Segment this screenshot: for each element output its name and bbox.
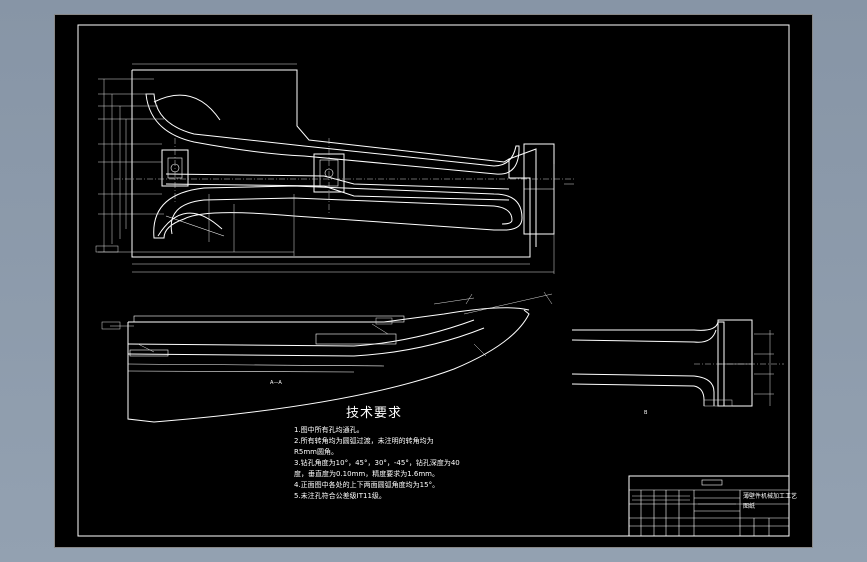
title-block: 薄壁件机械加工工艺 图纸	[628, 475, 797, 537]
drawing-frame	[77, 24, 790, 537]
svg-text:A—A: A—A	[270, 380, 282, 386]
drawing-canvas: A—A B	[54, 14, 813, 548]
detail-view: B	[571, 319, 784, 416]
tech-req-line-4: 3.钻孔角度为10°，45°，30°，-45°，钻孔深度为40	[294, 459, 460, 467]
side-view: A—A	[101, 291, 553, 423]
top-view	[95, 63, 574, 274]
technical-requirements: 技术要求 1.图中所有孔均通孔。 2.所有转角均为圆弧过渡，未注明的转角均为 R…	[294, 402, 494, 502]
tech-req-line-2: 2.所有转角均为圆弧过渡，未注明的转角均为	[294, 437, 434, 445]
tech-req-line-6: 4.正面图中各处的上下两面圆弧角度均为15°。	[294, 481, 440, 489]
tech-req-line-1: 1.图中所有孔均通孔。	[294, 426, 364, 434]
tech-req-line-7: 5.未注孔符合公差级IT11级。	[294, 492, 386, 500]
technical-requirements-title: 技术要求	[345, 406, 402, 421]
tech-req-line-5: 度，垂直度为0.10mm，精度要求为1.6mm。	[294, 470, 439, 478]
title-block-part-name-2: 图纸	[743, 502, 755, 510]
tech-req-line-3: R5mm圆角。	[294, 448, 338, 456]
drawing-sheet: A—A B	[54, 14, 813, 548]
title-block-part-name: 薄壁件机械加工工艺	[743, 492, 797, 500]
svg-text:B: B	[644, 410, 648, 416]
sheet-border	[54, 14, 813, 548]
